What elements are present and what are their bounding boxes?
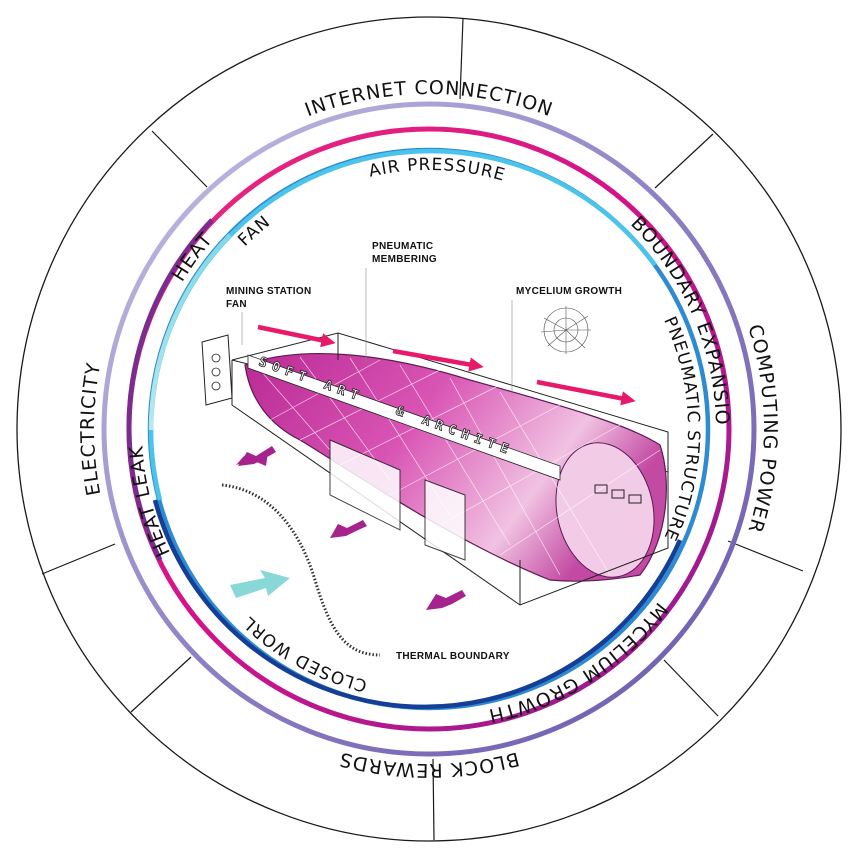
outer-ring bbox=[101, 101, 757, 757]
thermal-boundary-line bbox=[221, 483, 381, 657]
callout-mining-station-line2: FAN bbox=[226, 299, 247, 310]
callout-mining-station: MINING STATION bbox=[226, 286, 312, 297]
heat-leak-arrows bbox=[236, 446, 466, 610]
callout-mycelium-growth: MYCELIUM GROWTH bbox=[516, 286, 622, 297]
mining-station-fan bbox=[201, 334, 233, 406]
pneumatic-tunnel-illustration: SOFT ART & ARCHITE bbox=[201, 306, 669, 606]
air-flow-arrows bbox=[257, 324, 636, 406]
cool-air-arrow bbox=[230, 570, 290, 598]
inner-label-air-pressure: AIR PRESSURE bbox=[367, 155, 508, 186]
callout-pneumatic-membering: PNEUMATIC bbox=[372, 241, 433, 252]
callout-pneumatic-membering-line2: MEMBERING bbox=[372, 254, 437, 265]
mycelium-growth-icon bbox=[540, 306, 591, 354]
outer-label-electricity: ELECTRICITY bbox=[77, 361, 105, 498]
outer-ring-dividers bbox=[41, 17, 804, 841]
callout-lines bbox=[241, 268, 513, 395]
callout-thermal-boundary: THERMAL BOUNDARY bbox=[396, 651, 510, 662]
outer-label-computing-power: COMPUTING POWER bbox=[743, 322, 781, 536]
inner-label-fan: FAN bbox=[234, 212, 274, 251]
outer-border bbox=[16, 16, 842, 842]
